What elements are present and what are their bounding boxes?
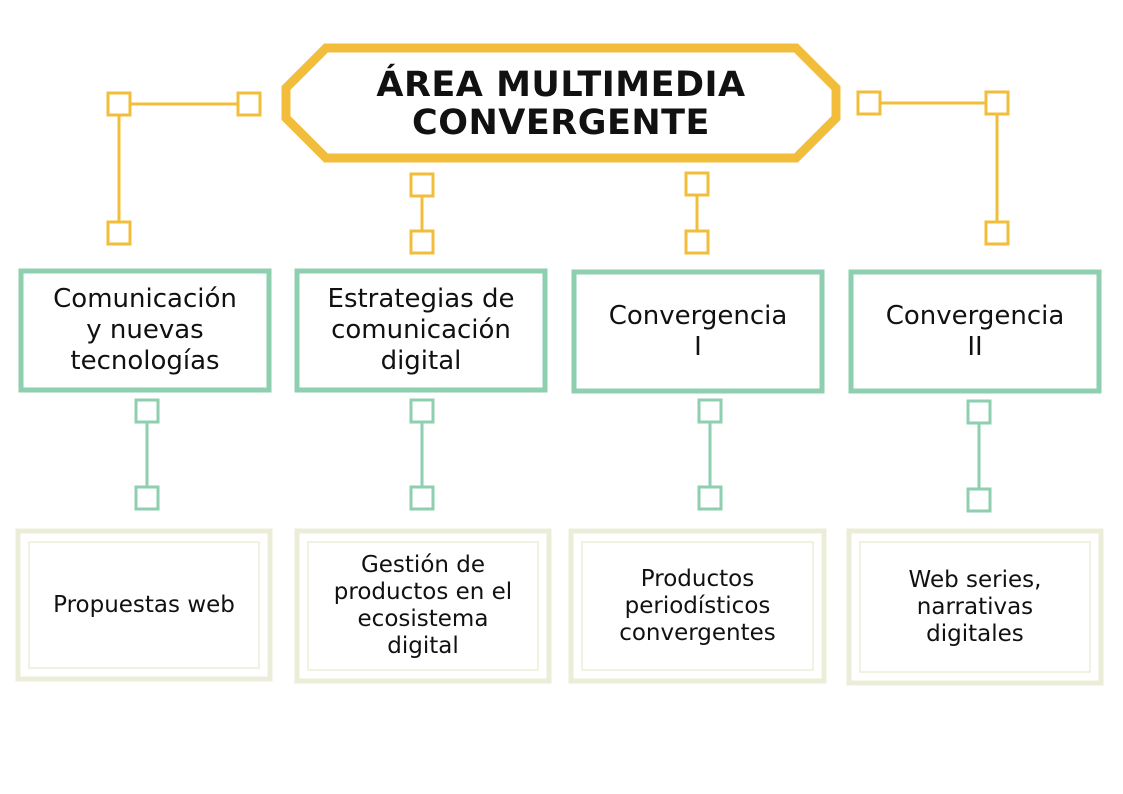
leaf-box-2: [294, 528, 552, 684]
category-box-3: [571, 269, 825, 394]
leaf-box-3: [568, 528, 827, 684]
title-banner: [281, 43, 841, 163]
category-box-2: [294, 268, 548, 393]
connector-top-left: [106, 91, 262, 246]
category-box-4: [848, 269, 1102, 394]
leaf-box-1: [15, 528, 273, 682]
category-label-1: Comunicación y nuevas tecnologías: [53, 284, 237, 376]
category-label-2: Estrategias de comunicación digital: [327, 284, 515, 376]
connector-top-inner-right: [684, 171, 710, 255]
category-label-3: Convergencia I: [608, 300, 788, 362]
leaf-label-2: Gestión de productos en el ecosistema di…: [333, 552, 513, 659]
connector-top-right: [856, 90, 1010, 246]
connector-green-3: [697, 398, 723, 511]
category-box-1: [18, 268, 272, 393]
leaf-label-4: Web series, narrativas digitales: [908, 566, 1042, 647]
leaf-box-4: [846, 528, 1104, 686]
connector-green-4: [966, 399, 992, 513]
connector-top-inner-left: [409, 172, 435, 255]
connector-green-2: [409, 398, 435, 511]
connector-green-1: [134, 398, 160, 511]
leaf-label-1: Propuestas web: [53, 591, 235, 618]
leaf-label-3: Productos periodísticos convergentes: [619, 565, 776, 646]
diagram-title: ÁREA MULTIMEDIA CONVERGENTE: [376, 65, 746, 143]
category-label-4: Convergencia II: [885, 300, 1065, 362]
